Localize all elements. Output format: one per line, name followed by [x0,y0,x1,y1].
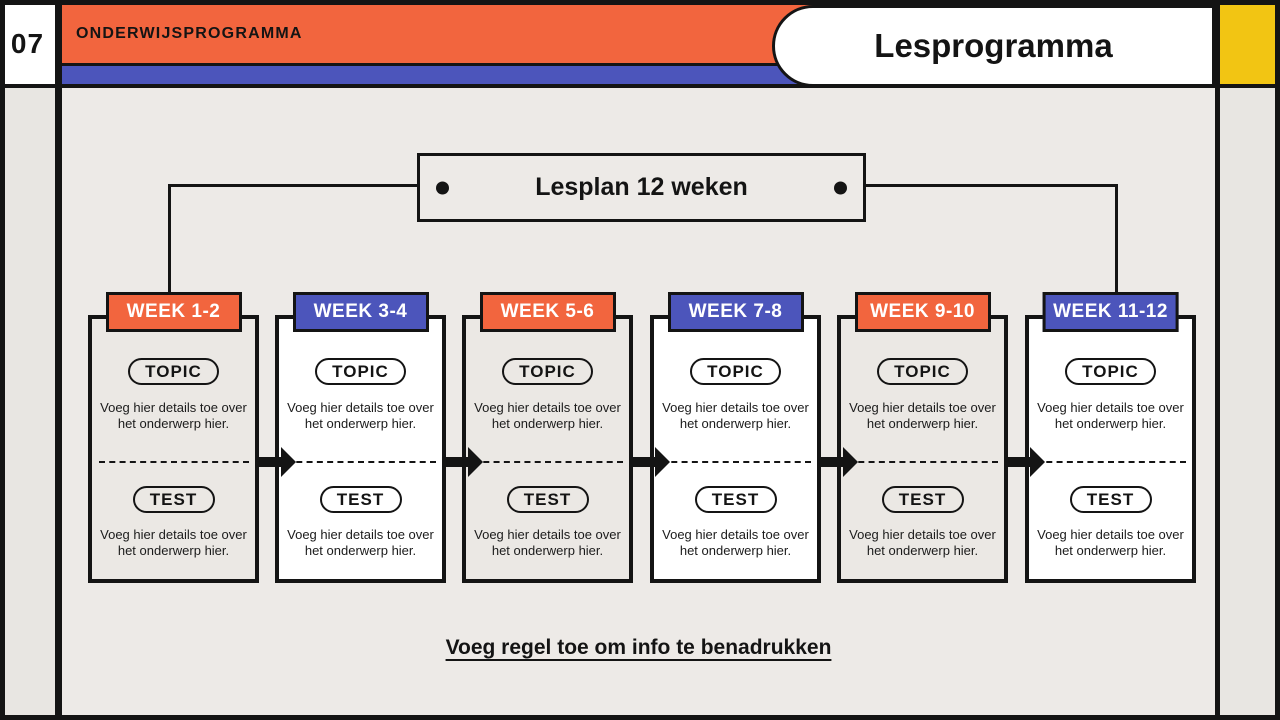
test-placeholder-text: Voeg hier details toe over het onderwerp… [1037,527,1184,558]
connector-dot-left [436,181,449,194]
arrow-right-icon [446,447,483,477]
test-pill: TEST [132,486,215,513]
test-label: TEST [336,489,385,509]
week-label: WEEK 3-4 [313,301,408,322]
connector-line-left-horizontal [170,184,440,187]
dashed-divider [847,461,998,463]
topic-placeholder-text: Voeg hier details toe over het onderwerp… [100,400,247,431]
week-header-6: WEEK 11-12 [1042,292,1179,332]
test-placeholder-text: Voeg hier details toe over het onderwerp… [474,527,621,558]
dashed-divider [660,461,811,463]
plan-title: Lesplan 12 weken [535,173,748,201]
topic-label: TOPIC [707,361,764,381]
week-header-2: WEEK 3-4 [292,292,429,332]
week-label: WEEK 9-10 [870,301,975,322]
topic-placeholder-text: Voeg hier details toe over het onderwerp… [1037,400,1184,431]
test-pill: TEST [319,486,402,513]
left-divider-line [55,0,62,715]
test-label: TEST [149,489,198,509]
test-placeholder-text: Voeg hier details toe over het onderwerp… [100,527,247,558]
dashed-divider [98,461,249,463]
yellow-corner-block [1220,0,1280,88]
week-header-4: WEEK 7-8 [667,292,804,332]
topic-pill: TOPIC [128,358,219,385]
topic-pill: TOPIC [315,358,406,385]
connector-dot-right [834,181,847,194]
test-placeholder-text: Voeg hier details toe over het onderwerp… [662,527,809,558]
dashed-divider [1035,461,1186,463]
week-card-6: WEEK 11-12 TOPIC Voeg hier details toe o… [1025,292,1196,583]
week-label: WEEK 7-8 [688,301,783,322]
week-card-5: WEEK 9-10 TOPIC Voeg hier details toe ov… [837,292,1008,583]
topic-label: TOPIC [332,361,389,381]
topic-label: TOPIC [1082,361,1139,381]
page-title: Lesprogramma [874,27,1113,64]
week-label: WEEK 1-2 [126,301,221,322]
bar-separator [62,63,1215,66]
topic-pill: TOPIC [502,358,593,385]
topic-placeholder-text: Voeg hier details toe over het onderwerp… [287,400,434,431]
topic-label: TOPIC [894,361,951,381]
topic-pill: TOPIC [690,358,781,385]
arrow-right-icon [259,447,296,477]
topic-pill: TOPIC [877,358,968,385]
test-label: TEST [898,489,947,509]
topic-label: TOPIC [145,361,202,381]
dashed-divider [285,461,436,463]
dashed-divider [472,461,623,463]
week-card-4: WEEK 7-8 TOPIC Voeg hier details toe ove… [650,292,821,583]
connector-line-left-vertical [168,184,171,296]
connector-line-right-vertical [1115,184,1118,296]
right-divider-line [1215,0,1220,715]
arrow-right-icon [633,447,670,477]
week-card-3: WEEK 5-6 TOPIC Voeg hier details toe ove… [462,292,633,583]
test-label: TEST [711,489,760,509]
page-number: 07 [10,28,45,59]
test-pill: TEST [506,486,589,513]
week-label: WEEK 11-12 [1053,301,1168,322]
plan-header-box: Lesplan 12 weken [417,153,866,222]
test-label: TEST [1086,489,1135,509]
test-placeholder-text: Voeg hier details toe over het onderwerp… [287,527,434,558]
week-header-3: WEEK 5-6 [479,292,616,332]
test-label: TEST [523,489,572,509]
connector-line-right-horizontal [845,184,1117,187]
header-bottom-line [0,84,1280,88]
test-pill: TEST [694,486,777,513]
topic-placeholder-text: Voeg hier details toe over het onderwerp… [662,400,809,431]
week-card-2: WEEK 3-4 TOPIC Voeg hier details toe ove… [275,292,446,583]
week-label: WEEK 5-6 [500,301,595,322]
arrow-right-icon [821,447,858,477]
weeks-row: WEEK 1-2 TOPIC Voeg hier details toe ove… [88,292,1196,583]
test-placeholder-text: Voeg hier details toe over het onderwerp… [849,527,996,558]
week-header-1: WEEK 1-2 [105,292,242,332]
topic-label: TOPIC [519,361,576,381]
title-pill: Lesprogramma [772,5,1215,87]
kicker-text: ONDERWIJSPROGRAMMA [76,25,303,42]
arrow-right-icon [1008,447,1045,477]
topic-placeholder-text: Voeg hier details toe over het onderwerp… [474,400,621,431]
topic-placeholder-text: Voeg hier details toe over het onderwerp… [849,400,996,431]
week-card-1: WEEK 1-2 TOPIC Voeg hier details toe ove… [88,292,259,583]
topic-pill: TOPIC [1065,358,1156,385]
main-content: Lesplan 12 weken WEEK 1-2 TOPIC Voeg hie… [62,88,1215,715]
page-number-box: 07 [0,0,55,88]
footer-note: Voeg regel toe om info te benadrukken [62,636,1215,660]
footer-note-text: Voeg regel toe om info te benadrukken [445,636,832,659]
test-pill: TEST [1069,486,1152,513]
test-pill: TEST [881,486,964,513]
week-header-5: WEEK 9-10 [854,292,991,332]
